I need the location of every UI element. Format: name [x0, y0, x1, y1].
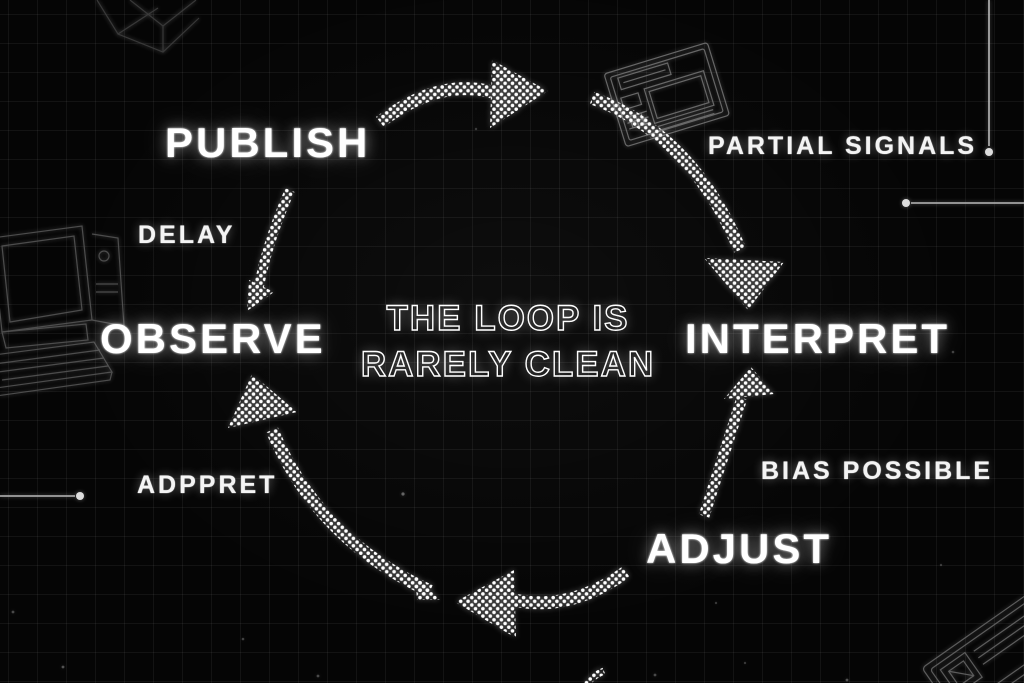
stray-dots-bottom: [581, 667, 606, 683]
arrow-lower-right: [698, 367, 774, 518]
circuit-trace-top-right: [985, 0, 993, 156]
stage-label-adjust: ADJUST: [646, 525, 833, 572]
cube-wireframe-icon: [96, 0, 200, 53]
annotation-delay: DELAY: [138, 221, 236, 249]
center-caption-line2: RARELY CLEAN: [360, 344, 656, 385]
arrow-bottom: [455, 566, 630, 638]
noise-specks: [11, 127, 955, 682]
stage-label-interpret: INTERPRET: [685, 315, 951, 362]
annotation-bias-possible: BIAS POSSIBLE: [761, 457, 994, 485]
stage-label-observe: OBSERVE: [100, 315, 326, 362]
arrow-lower-left: [228, 374, 440, 600]
arrow-top: [376, 60, 548, 128]
circuit-trace-right: [902, 199, 1024, 207]
annotation-adppret: ADPPRET: [137, 471, 278, 499]
annotation-partial-signals: PARTIAL SIGNALS: [708, 132, 978, 160]
center-caption: THE LOOP IS RARELY CLEAN: [346, 296, 670, 388]
arrow-upper-right: [589, 91, 784, 310]
arrow-upper-left: [247, 187, 295, 311]
stage-label-publish: PUBLISH: [165, 119, 371, 166]
circuit-trace-left: [0, 492, 84, 500]
radio-device-wireframe-icon: [922, 568, 1024, 683]
desktop-computer-wireframe-icon: [0, 225, 125, 397]
center-caption-line1: THE LOOP IS: [386, 298, 630, 338]
